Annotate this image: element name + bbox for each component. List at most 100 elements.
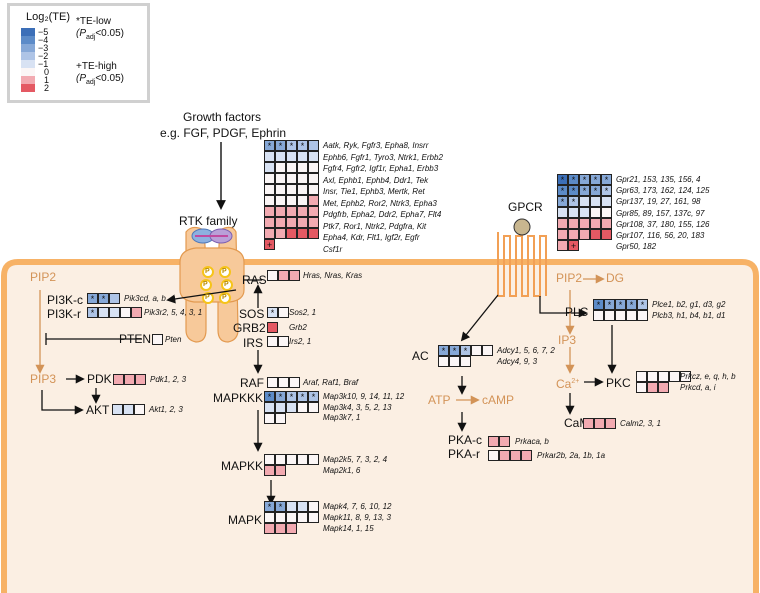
te-high-mark: + <box>570 241 577 251</box>
heatmap-cell <box>267 336 278 347</box>
heatmap-cell <box>275 523 286 534</box>
heatmap-cell: * <box>557 196 568 207</box>
gene-label-pdk: Pdk1, 2, 3 <box>150 375 187 384</box>
heatmap-cell <box>615 310 626 321</box>
heatmap-cell <box>297 151 308 162</box>
legend-te-high-p: (P <box>76 73 86 84</box>
heatmap-cell: * <box>590 185 601 196</box>
gene-label-mapkk: Map2k5, 7, 3, 2, 4 <box>323 455 388 464</box>
heatmap-cell <box>264 217 275 228</box>
te-low-mark: * <box>560 186 565 196</box>
gene-label-ras: Hras, Nras, Kras <box>303 271 363 280</box>
heatmap-cell <box>297 454 308 465</box>
heatmap-cell: * <box>87 293 98 304</box>
heatmap-cell <box>297 501 308 512</box>
gene-label-irs: Irs2, 1 <box>289 337 312 346</box>
heatmap-cell <box>647 382 658 393</box>
heatmap-cell <box>308 140 319 151</box>
heatmap-cell <box>124 374 135 385</box>
heatmap-cell <box>275 184 286 195</box>
te-low-mark: * <box>560 197 565 207</box>
dg-label: DG <box>606 271 624 285</box>
heatmap-cell <box>123 404 134 415</box>
heatmap-gpcr: ************+ <box>557 174 613 252</box>
heatmap-cell <box>264 162 275 173</box>
heatmap-cell <box>557 207 568 218</box>
heatmap-cell <box>286 228 297 239</box>
heatmap-cell: * <box>568 174 579 185</box>
gene-label-rtk: Ephb6, Fgfr1, Tyro3, Ntrk1, Erbb2 <box>323 152 443 162</box>
gene-label-mapkk: Map2k1, 6 <box>323 466 361 475</box>
heatmap-cell <box>499 450 510 461</box>
legend-title: Log₂(TE) <box>26 11 71 23</box>
te-low-mark: * <box>278 141 283 151</box>
heatmap-cell <box>286 206 297 217</box>
heatmap-pdk <box>113 374 147 386</box>
heatmap-cell <box>275 206 286 217</box>
heatmap-cell <box>264 206 275 217</box>
ac-label: AC <box>412 349 429 363</box>
heatmap-cell <box>297 195 308 206</box>
heatmap-cell <box>568 229 579 240</box>
legend-tick: 0 <box>44 67 50 77</box>
heatmap-cell <box>579 229 590 240</box>
gene-label-plc: Plce1, b2, g1, d3, g2 <box>652 300 726 309</box>
heatmap-cell <box>286 501 297 512</box>
heatmap-cell <box>626 310 637 321</box>
legend-tick: −3 <box>38 43 49 53</box>
te-low-mark: * <box>267 392 272 402</box>
heatmap-cell: * <box>264 140 275 151</box>
heatmap-cell <box>286 454 297 465</box>
legend-color-scale <box>21 28 35 92</box>
gpcr-receptor <box>497 232 547 297</box>
heatmap-cell <box>593 310 604 321</box>
gene-label-mapkkk: Map3k4, 3, 5, 2, 13 <box>323 402 392 412</box>
heatmap-cell <box>590 218 601 229</box>
heatmap-cell <box>308 184 319 195</box>
ca-superscript: 2+ <box>571 378 580 385</box>
heatmap-cell: * <box>297 391 308 402</box>
ca-text: Ca <box>556 377 572 391</box>
heatmap-cell <box>286 402 297 413</box>
heatmap-cell <box>308 206 319 217</box>
te-low-mark: * <box>596 300 601 310</box>
heatmap-cell <box>557 229 568 240</box>
pip2-left-label: PIP2 <box>30 270 57 284</box>
heatmap-mapkk <box>264 454 320 477</box>
irs-label: IRS <box>243 336 264 350</box>
heatmap-cell <box>278 377 289 388</box>
heatmap-cell <box>297 162 308 173</box>
heatmap-cell <box>471 345 482 356</box>
heatmap-cell <box>275 454 286 465</box>
phospho-p-label: P <box>205 268 210 275</box>
rtk-family-label: RTK family <box>179 214 238 228</box>
heatmap-cell <box>286 173 297 184</box>
heatmap-cell <box>438 356 449 367</box>
legend-tick: −4 <box>38 35 49 45</box>
heatmap-cell: * <box>264 501 275 512</box>
heatmap-cell <box>297 228 308 239</box>
heatmap-cell <box>264 184 275 195</box>
te-low-mark: * <box>289 141 294 151</box>
heatmap-pka-c <box>488 436 511 448</box>
heatmap-irs <box>267 336 290 348</box>
heatmap-cell <box>557 218 568 229</box>
heatmap-pi3k-c: ** <box>87 293 121 305</box>
gene-label-ac: Adcy1, 5, 6, 7, 2 <box>497 346 555 355</box>
heatmap-cell <box>264 512 275 523</box>
heatmap-cell <box>278 336 289 347</box>
gene-label-mapk: Mapk4, 7, 6, 10, 12 <box>323 502 392 511</box>
heatmap-plc: ***** <box>593 299 649 322</box>
heatmap-cell: * <box>579 185 590 196</box>
heatmap-cell <box>297 184 308 195</box>
heatmap-cell <box>308 173 319 184</box>
heatmap-cell <box>658 371 669 382</box>
arrow-gpcr-to-ac <box>460 294 499 342</box>
heatmap-cell <box>264 523 275 534</box>
gene-label-pkc: Prkcz, e, q, h, b <box>680 372 736 381</box>
legend-te-low: *TE-low (Padj<0.05) <box>76 16 124 44</box>
te-low-mark: * <box>571 186 576 196</box>
heatmap-cell <box>308 454 319 465</box>
gene-label-rtk: Insr, Tie1, Ephb3, Mertk, Ret <box>323 187 425 196</box>
